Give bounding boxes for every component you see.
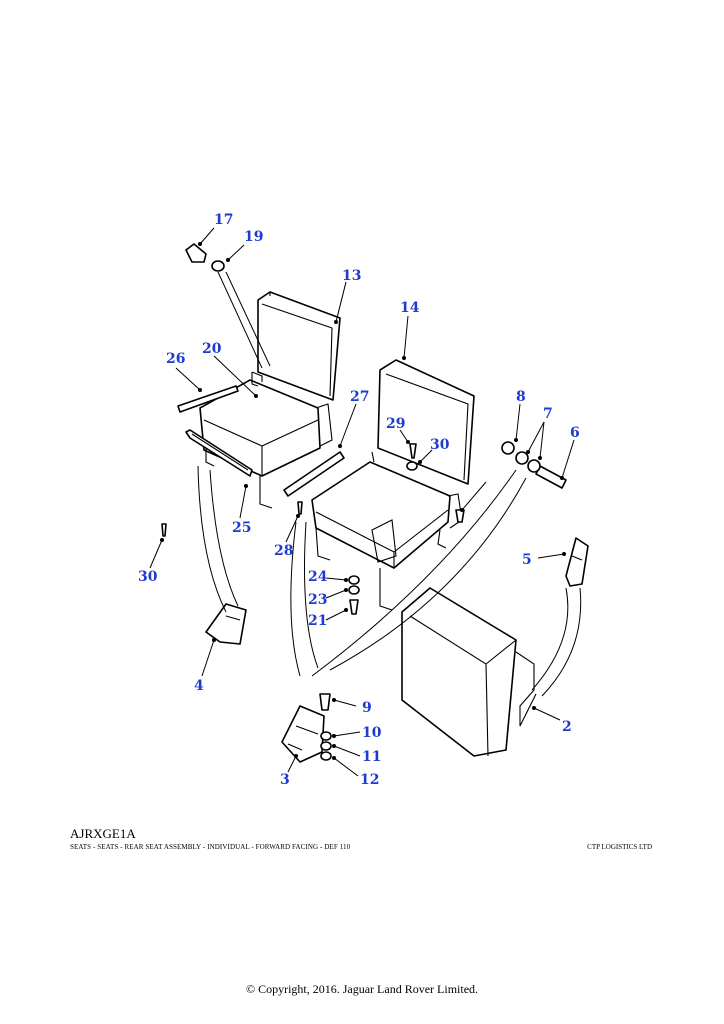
callout-29: 30: [430, 437, 450, 453]
right-seat-frame: [315, 451, 463, 611]
assembly-guide-lines: [197, 271, 582, 697]
callout-13: 13: [342, 268, 361, 284]
callout-12: 12: [360, 772, 379, 788]
callout-4: 4: [194, 678, 204, 694]
left-seat-backrest: [257, 291, 341, 401]
callout-23: 25: [232, 520, 251, 536]
callout-10: 10: [362, 725, 382, 741]
callout-9: 9: [362, 700, 372, 716]
screw-28: [409, 443, 417, 459]
nut-21: [348, 575, 360, 585]
callout-25: 27: [350, 389, 369, 405]
copyright-notice: © Copyright, 2016. Jaguar Land Rover Lim…: [245, 982, 479, 996]
bolt-9: [319, 693, 331, 711]
left-seat-cushion: [199, 379, 321, 477]
bracket-3: [281, 705, 325, 763]
bolt-19: [349, 599, 359, 615]
callout-28: 29: [386, 416, 405, 432]
nut-8: [501, 441, 515, 455]
bracket-5: [565, 537, 589, 587]
left-seat-bar-24: [177, 385, 239, 413]
callout-numbers: 17 19 13 14 20 26 27 8 7 6 29 30 25 28 3…: [138, 212, 580, 788]
callout-15: 17: [214, 212, 233, 228]
right-seat-cushion: [311, 461, 451, 569]
callout-7: 7: [543, 406, 553, 422]
callout-14: 14: [400, 300, 420, 316]
knob-15: [185, 243, 207, 263]
callout-11: 11: [362, 749, 381, 765]
callout-24: 26: [166, 351, 185, 367]
company-name: CTP LOGISTICS LTD: [587, 843, 652, 851]
left-seat-bar-25: [283, 451, 345, 497]
callout-6: 6: [570, 425, 580, 441]
callout-21: 24: [308, 569, 328, 585]
callout-20: 23: [308, 592, 327, 608]
bracket-4: [205, 603, 247, 645]
washer-16: [211, 260, 225, 272]
callout-2: 2: [562, 719, 572, 735]
screw-27: [161, 523, 167, 537]
nut-12: [320, 751, 332, 761]
storage-box: [401, 587, 537, 757]
screw-26: [297, 501, 303, 515]
washer-11: [320, 741, 332, 751]
left-seat-frame: [205, 371, 333, 509]
callout-26: 28: [274, 543, 293, 559]
callout-17: 20: [202, 341, 222, 357]
washer-7b: [527, 459, 541, 473]
callout-5: 5: [522, 552, 532, 568]
callout-3: 3: [280, 772, 290, 788]
washer-29: [406, 461, 418, 471]
diagram-caption: SEATS - SEATS - REAR SEAT ASSEMBLY - IND…: [70, 843, 351, 851]
washer-7a: [515, 451, 529, 465]
callout-27: 30: [138, 569, 158, 585]
callout-leaders: [149, 227, 575, 777]
diagram-reference: AJRXGE1A: [70, 826, 136, 841]
callout-19: 21: [308, 613, 327, 629]
washer-10: [320, 731, 332, 741]
washer-20: [348, 585, 360, 595]
callout-16: 19: [244, 229, 263, 245]
right-seat-backrest: [377, 359, 475, 485]
callout-8: 8: [516, 389, 526, 405]
left-seat-bar-23: [185, 429, 253, 477]
